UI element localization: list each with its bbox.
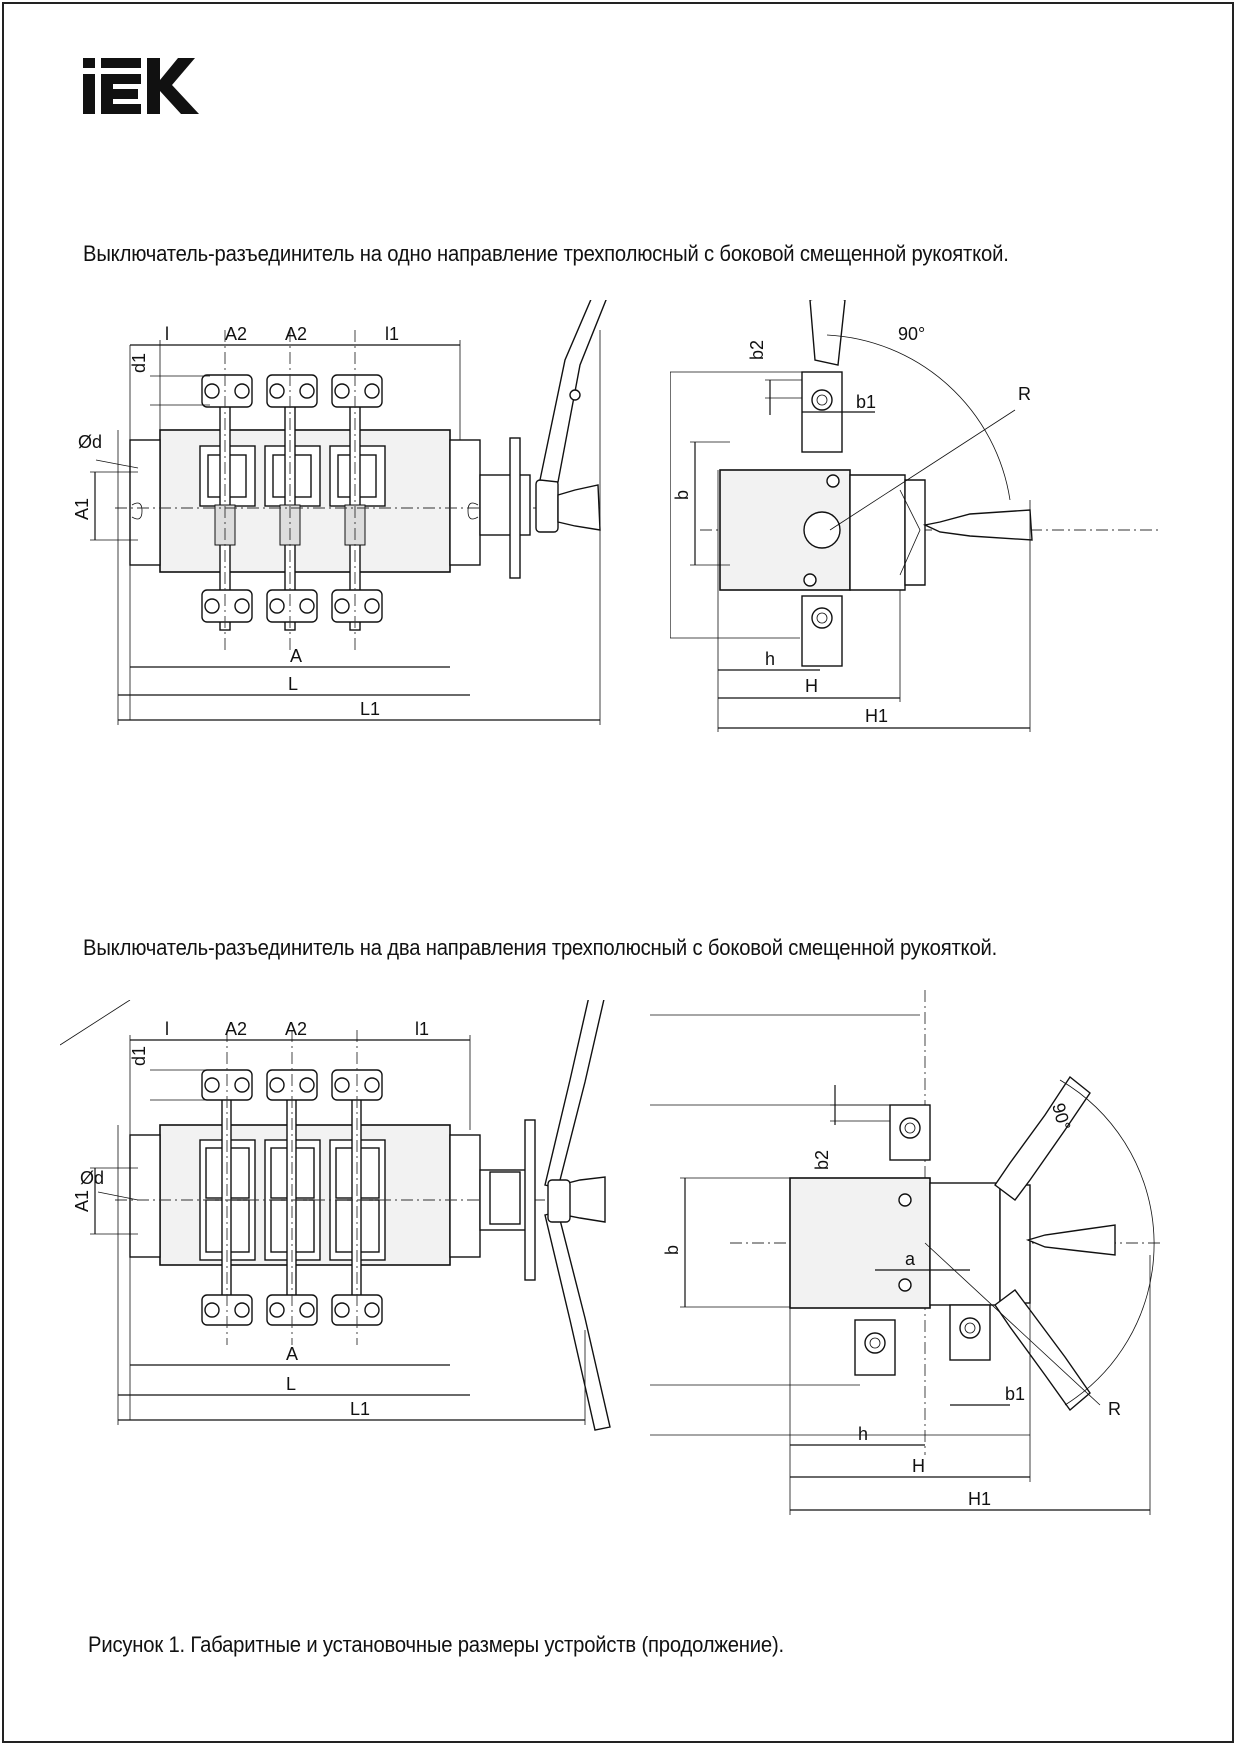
s1-front-label-a: A — [290, 646, 302, 666]
s1-side-label-h: h — [765, 649, 775, 669]
s2-side-label-H1: H1 — [968, 1489, 991, 1509]
s1-side-label-angle: 90° — [898, 324, 925, 344]
section2-title: Выключатель-разъединитель на два направл… — [83, 935, 998, 960]
s2-side-label-r: R — [1108, 1399, 1121, 1419]
s2-front-label-d1: d1 — [129, 1046, 149, 1066]
s1-front-label-l: l — [165, 324, 169, 344]
s2-front-label-L1: L1 — [350, 1399, 370, 1419]
iek-logo — [83, 58, 199, 114]
s2-front-label-a1: A1 — [72, 1190, 92, 1212]
s1-side-label-b: b — [672, 490, 692, 500]
s2-front-label-l: l — [165, 1019, 169, 1039]
s1-side-label-b2: b2 — [747, 340, 767, 360]
figure-caption: Рисунок 1. Габаритные и установочные раз… — [88, 1632, 784, 1657]
s2-front-label-a: A — [286, 1344, 298, 1364]
s2-front-label-d: Ød — [80, 1168, 104, 1188]
section1-title: Выключатель-разъединитель на одно направ… — [83, 241, 1009, 266]
s1-front-label-a2a: A2 — [225, 324, 247, 344]
section2-front-view: l A2 A2 l1 d1 Ød A1 A L L1 — [60, 1000, 611, 1431]
s2-side-label-a: a — [905, 1249, 916, 1269]
section2-side-view: 90° R a B1 B b b2 b1 h H H1 — [650, 990, 1160, 1515]
s1-front-label-L1: L1 — [360, 699, 380, 719]
s2-front-label-a2a: A2 — [225, 1019, 247, 1039]
s2-side-label-h: h — [858, 1424, 868, 1444]
s1-side-label-b1: b1 — [856, 392, 876, 412]
s1-front-label-l1: l1 — [385, 324, 399, 344]
s1-front-label-a1: A1 — [72, 498, 92, 520]
s1-side-label-r: R — [1018, 384, 1031, 404]
s1-front-label-d1: d1 — [129, 353, 149, 373]
s2-front-label-a2b: A2 — [285, 1019, 307, 1039]
s2-side-label-H: H — [912, 1456, 925, 1476]
s2-side-label-b: b — [662, 1245, 682, 1255]
s2-side-label-b2: b2 — [812, 1150, 832, 1170]
s1-side-label-H: H — [805, 676, 818, 696]
s1-side-label-H1: H1 — [865, 706, 888, 726]
s1-front-label-L: L — [288, 674, 298, 694]
s2-front-label-l1: l1 — [415, 1019, 429, 1039]
section1-side-view: 90° R B1 B b b2 b1 h H H1 — [670, 300, 1160, 732]
section1-front-view: l A2 A2 l1 d1 Ød A1 A L L1 — [72, 300, 607, 725]
s2-front-label-L: L — [286, 1374, 296, 1394]
s1-front-label-d: Ød — [78, 432, 102, 452]
s2-side-label-b1: b1 — [1005, 1384, 1025, 1404]
s1-front-label-a2b: A2 — [285, 324, 307, 344]
